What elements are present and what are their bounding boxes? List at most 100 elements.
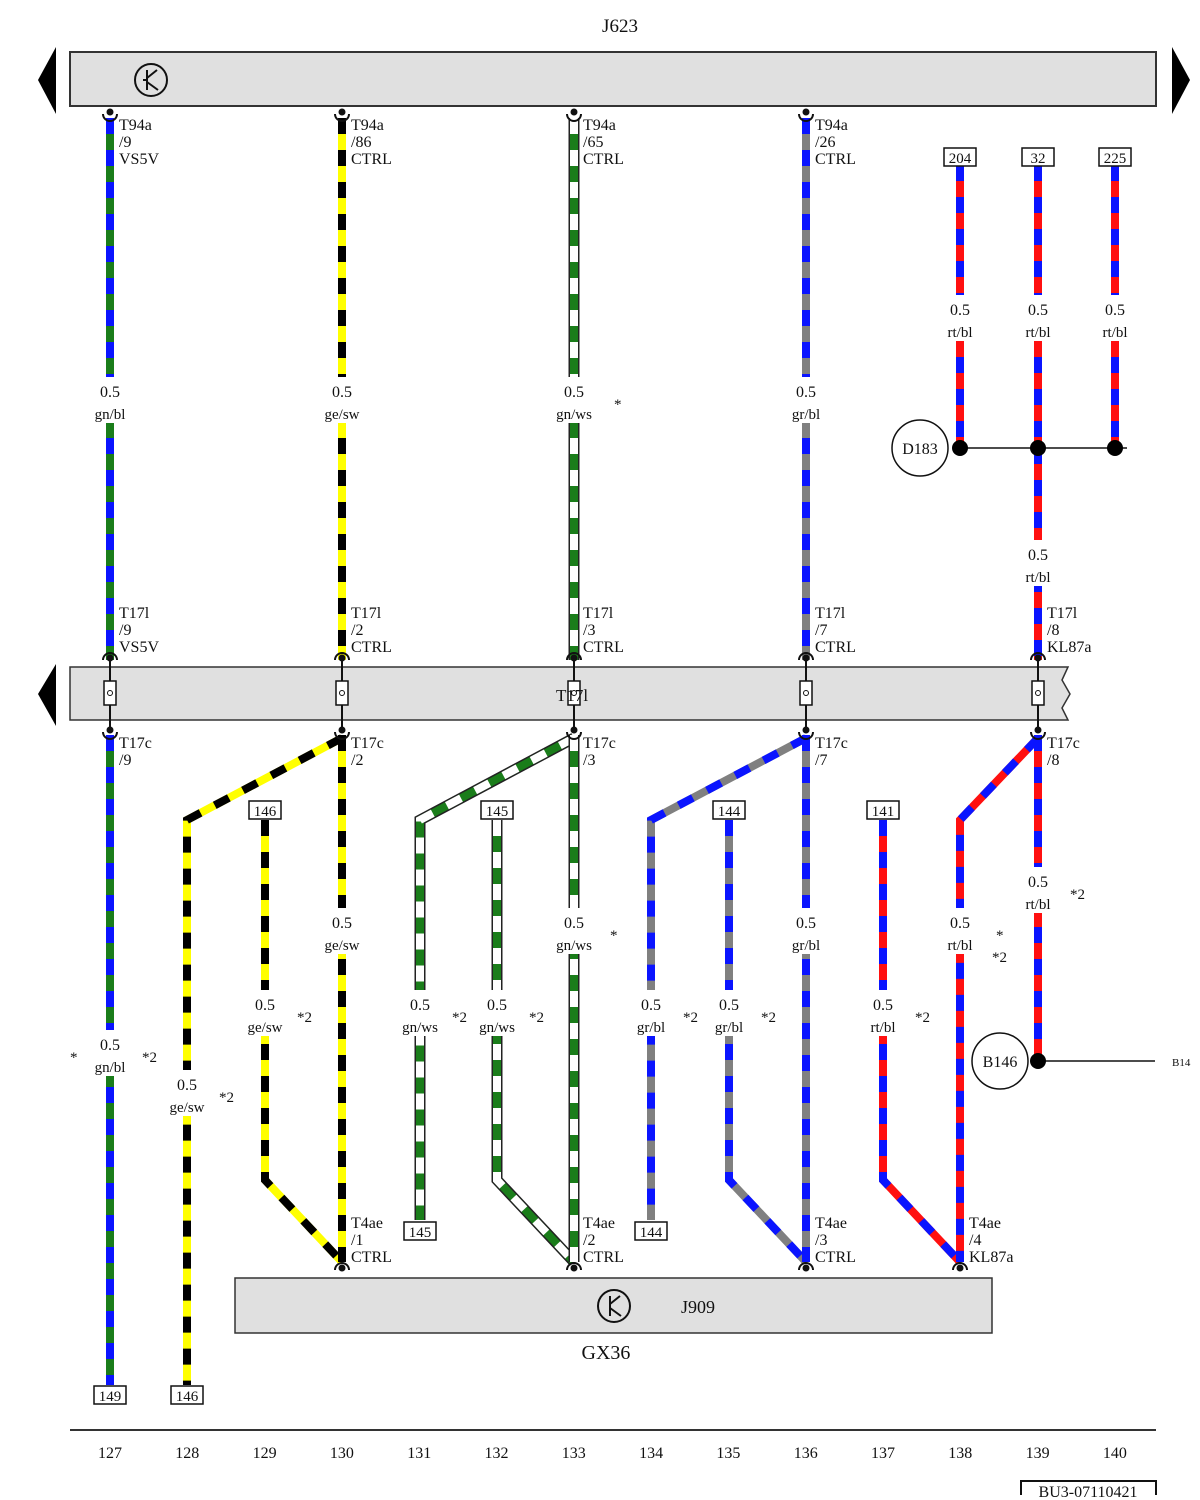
reference-number[interactable]: 145 [409, 1225, 432, 1241]
wire-label-bg [82, 1030, 138, 1076]
wire-size: 0.5 [564, 915, 584, 932]
connector-pin-icon[interactable] [102, 113, 118, 122]
wire-label-bg [1010, 540, 1066, 586]
connector-label: CTRL [583, 1249, 624, 1266]
wire-label-bg [469, 990, 525, 1036]
reference-number[interactable]: 146 [176, 1389, 199, 1405]
wire-size: 0.5 [1028, 302, 1048, 319]
reference-number[interactable]: 144 [640, 1225, 663, 1241]
column-number: 133 [562, 1445, 586, 1462]
wire-bottom-4[interactable] [414, 733, 577, 1220]
continuation-arrow-left-icon[interactable] [38, 47, 56, 114]
connector-pin-icon[interactable] [798, 731, 814, 740]
connector-label: VS5V [119, 639, 159, 656]
reference-number[interactable]: 141 [872, 804, 895, 820]
wire-bottom-7[interactable] [647, 734, 808, 1220]
fuse-pin-icon [1031, 680, 1045, 706]
reference-box[interactable] [1098, 147, 1132, 167]
wire-color-code: gn/bl [95, 1060, 126, 1076]
reference-number[interactable]: 149 [99, 1389, 122, 1405]
wire-bottom-1[interactable] [183, 734, 344, 1385]
connector-pin-icon[interactable] [334, 652, 350, 661]
component-j909[interactable] [234, 1277, 993, 1334]
reference-box[interactable] [943, 147, 977, 167]
connector-pin-icon[interactable] [566, 731, 582, 740]
reference-box[interactable] [248, 800, 282, 820]
connector-label: T4ae [351, 1215, 383, 1232]
connector-label: /9 [119, 622, 131, 639]
connector-pin-icon[interactable] [334, 1262, 350, 1271]
connector-pin-icon[interactable] [798, 113, 814, 122]
component-label-t17l: T17l [556, 686, 588, 705]
connector-pin-icon[interactable] [334, 731, 350, 740]
splice-b146[interactable] [971, 1032, 1029, 1090]
connector-pin-dot [338, 654, 346, 662]
splice-d183[interactable] [891, 419, 949, 477]
reference-number[interactable]: 145 [486, 804, 509, 820]
reference-box[interactable] [403, 1221, 437, 1241]
connector-label: /3 [583, 622, 595, 639]
connector-pin-icon[interactable] [798, 1262, 814, 1271]
wire-bottom-8[interactable] [725, 820, 809, 1265]
wire-size: 0.5 [100, 1037, 120, 1054]
connector-label: /2 [351, 622, 363, 639]
connector-pin-icon[interactable] [798, 652, 814, 661]
reference-box[interactable] [480, 800, 514, 820]
connector-pin-icon[interactable] [952, 1262, 968, 1271]
reference-box[interactable] [170, 1385, 204, 1405]
connector-pin-icon[interactable] [334, 113, 350, 122]
connector-pin-icon[interactable] [102, 731, 118, 740]
connector-pin-dot [802, 726, 810, 734]
connector-label: CTRL [583, 151, 624, 168]
connector-pin-icon[interactable] [1030, 731, 1046, 740]
component-j623[interactable] [69, 51, 1157, 107]
reference-box[interactable] [634, 1221, 668, 1241]
connector-pin-icon[interactable] [566, 113, 582, 122]
connector-pin-icon[interactable] [566, 652, 582, 661]
connector-label: /9 [119, 134, 131, 151]
connector-label: T17c [119, 735, 152, 752]
connector-label: T17l [351, 605, 382, 622]
wire-label-bg [932, 295, 988, 341]
document-ref: BU3-07110421 [1039, 1484, 1138, 1500]
reference-number[interactable]: 225 [1104, 151, 1127, 167]
connector-pin-icon[interactable] [566, 1262, 582, 1271]
connector-label: T4ae [969, 1215, 1001, 1232]
wire-label-bg [701, 990, 757, 1036]
wire-color-code: rt/bl [948, 938, 973, 954]
reference-number[interactable]: 146 [254, 804, 277, 820]
wire-size: 0.5 [873, 997, 893, 1014]
connector-label: T94a [119, 117, 152, 134]
wire-note: *2 [297, 1010, 312, 1026]
connector-pin-icon[interactable] [1030, 652, 1046, 661]
connector-label: /7 [815, 752, 827, 769]
connector-pin-dot [570, 108, 578, 116]
wire-bottom-5[interactable] [491, 820, 579, 1266]
continuation-arrow-left-icon[interactable] [38, 664, 56, 726]
reference-box[interactable] [93, 1385, 127, 1405]
reference-box[interactable] [866, 800, 900, 820]
reference-number[interactable]: 32 [1031, 151, 1046, 167]
connector-pin-icon[interactable] [102, 652, 118, 661]
continuation-label[interactable]: B14 [1172, 1057, 1191, 1069]
reference-box[interactable] [1021, 147, 1055, 167]
fuse-pin-dot [1035, 690, 1041, 696]
continuation-arrow-right-icon[interactable] [1172, 47, 1190, 114]
reference-box[interactable] [712, 800, 746, 820]
wire-note: *2 [992, 950, 1007, 966]
wire-bottom-2[interactable] [261, 820, 345, 1265]
document-ref-frame [1020, 1480, 1157, 1495]
reference-number[interactable]: 204 [949, 151, 972, 167]
component-label-j909: J909 [681, 1297, 715, 1317]
connector-label: /1 [351, 1232, 363, 1249]
wire-color-code: gr/bl [715, 1020, 743, 1036]
reference-number[interactable]: 144 [718, 804, 741, 820]
wire-color-code: gr/bl [637, 1020, 665, 1036]
wire-bottom-11[interactable] [956, 735, 1041, 1262]
wire-color-code: ge/sw [170, 1100, 205, 1116]
column-number: 139 [1026, 1445, 1050, 1462]
connector-label: VS5V [119, 151, 159, 168]
wire-color-code: gr/bl [792, 407, 820, 423]
wire-bottom-10[interactable] [879, 820, 963, 1265]
fuse-pin-icon [567, 680, 581, 706]
